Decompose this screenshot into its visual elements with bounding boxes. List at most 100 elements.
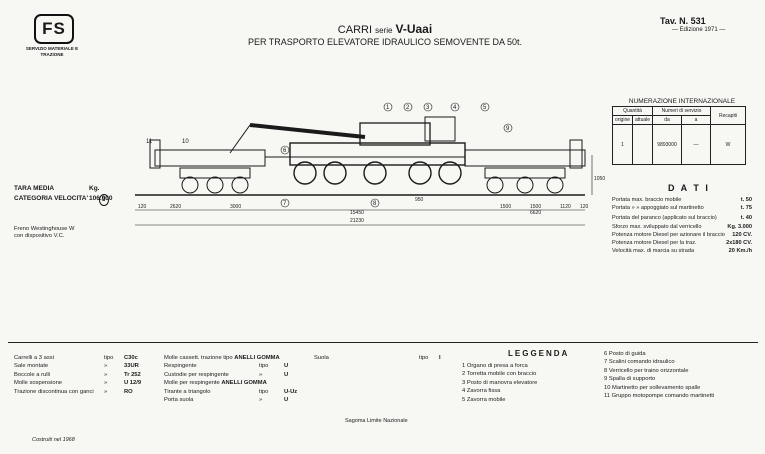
- components-list-2: Molle cassett. trazione tipo ANELLI GOMM…: [164, 354, 304, 404]
- num-cell-da: 9893000: [652, 124, 683, 165]
- categoria-label: CATEGORIA VELOCITA': [14, 195, 89, 202]
- bogie-right: [484, 167, 566, 194]
- legenda-item: 8 Verricello per traino orizzontale: [604, 367, 689, 374]
- legenda-item: 2 Torretta mobile con braccio: [462, 371, 537, 378]
- title-carri: CARRI: [337, 24, 373, 36]
- legenda-item: 5 Zavorra mobile: [462, 396, 506, 403]
- num-sub-a: a: [681, 115, 712, 125]
- num-cell-a: —: [681, 124, 712, 165]
- num-header-recapiti: Recapiti: [710, 106, 747, 125]
- dim-mid-2: 950: [415, 197, 424, 203]
- freno-block: Freno Westinghouse W con dispositivo V.C…: [14, 226, 74, 240]
- dati-row: Potenza motore Diesel per azionare il br…: [612, 231, 752, 238]
- page-title: CARRI serie V-Uaai: [250, 22, 520, 36]
- dim-total: 21230: [350, 218, 364, 224]
- callout-7: 7: [283, 201, 287, 207]
- num-cell-attuale: [632, 124, 654, 165]
- callout-3: 3: [426, 105, 430, 111]
- dim-top-1: 2620: [170, 204, 181, 210]
- component-row: Porta suola»U: [164, 397, 289, 404]
- component-row: Boccole a rulli»Tr 252: [14, 371, 141, 378]
- callout-8: 8: [373, 201, 377, 207]
- num-sub-attuale: attuale: [632, 115, 654, 125]
- divider: [8, 342, 758, 343]
- dim-top-2: 3000: [230, 204, 241, 210]
- edition: — Edizione 1971 —: [672, 27, 726, 33]
- component-row: Sale montate»33UR: [14, 363, 139, 370]
- callout-9: 9: [506, 126, 510, 132]
- dim-top-3: 1500: [500, 204, 511, 210]
- zavorra: [424, 116, 456, 142]
- component-row: Molle per respingente ANELLI GOMMA: [164, 380, 267, 387]
- callout-4: 4: [453, 105, 457, 111]
- dati-title: D A T I: [668, 183, 710, 193]
- num-sub-da: da: [652, 115, 683, 125]
- legenda-item: 3 Posto di manovra elevatore: [462, 379, 538, 386]
- num-cell-recapiti: W: [710, 124, 747, 165]
- callout-1: 1: [386, 105, 390, 111]
- sagoma-label: Sagoma Limite Nazionale: [345, 418, 408, 424]
- freno-line2: con dispositivo V.C.: [14, 233, 65, 239]
- legenda-col1: 1 Organo di presa a forca 2 Torretta mob…: [462, 362, 602, 404]
- component-row: Molle sospensione»U 12/9: [14, 380, 142, 387]
- crane-boom: [249, 123, 366, 139]
- dim-mid-0: 15450: [350, 210, 364, 216]
- legenda-item: 7 Scalini comando idraulico: [604, 359, 675, 366]
- callout-11: 11: [146, 139, 153, 145]
- component-row: Molle cassett. trazione tipo ANELLI GOMM…: [164, 355, 280, 361]
- frame-left: [154, 149, 266, 167]
- num-cell-origine: 1: [611, 124, 634, 165]
- dati-row: Potenza motore Diesel per la traz.2x180 …: [612, 240, 752, 247]
- categoria-value: 3: [99, 194, 109, 206]
- frame-right: [464, 149, 586, 167]
- callout-2: 2: [406, 105, 410, 111]
- numerazione-table: Quantità Numeri di servizio Recapiti ori…: [611, 106, 747, 165]
- logo-caption: SERVIZIO MATERIALE E TRAZIONE: [25, 46, 79, 57]
- num-header-quantita: Quantità: [611, 106, 654, 116]
- fs-logo: FS: [34, 14, 74, 44]
- component-row: Trazione discontinua con ganci»RO: [14, 388, 133, 395]
- numerazione-title: NUMERAZIONE INTERNAZIONALE: [628, 98, 736, 105]
- legenda-col2: 6 Posto di guida 7 Scalini comando idrau…: [604, 350, 759, 400]
- tara-label: TARA MEDIA: [14, 185, 55, 192]
- num-header-numeri: Numeri di servizio: [652, 106, 712, 116]
- dim-height: 1050: [594, 176, 605, 182]
- dim-top-6: 120: [580, 204, 589, 210]
- dim-mid-1: 6620: [530, 210, 541, 216]
- legenda-item: 9 Spalla di supporto: [604, 376, 656, 383]
- wagon-drawing: 120 2620 3000 1500 1500 1120 120 15450 6…: [135, 102, 605, 226]
- dati-row: Portata del paranco (applicato sul bracc…: [612, 215, 752, 222]
- freno-line1: Freno Westinghouse W: [14, 226, 75, 232]
- dim-top-5: 1120: [560, 204, 571, 210]
- title-code: V-Uaai: [395, 22, 433, 36]
- callout-6: 6: [283, 148, 287, 154]
- num-sub-origine: origine: [611, 115, 634, 125]
- legenda-item: 1 Organo di presa a forca: [462, 363, 528, 369]
- costruiti-label: Costruiti nel 1968: [32, 437, 75, 443]
- legenda-item: 4 Zavorra fissa: [462, 388, 501, 395]
- crane-turret: [359, 122, 431, 146]
- title-serie: serie: [375, 26, 393, 35]
- legenda-title: LEGGENDA: [508, 349, 570, 358]
- legenda-item: 6 Posto di guida: [604, 351, 646, 357]
- page-subtitle: PER TRASPORTO ELEVATORE IDRAULICO SEMOVE…: [247, 37, 523, 47]
- component-row: Custodie per respingente»U: [164, 371, 289, 378]
- callout-5: 5: [483, 105, 487, 111]
- legenda-item: 11 Gruppo motopompe comando martinetti: [604, 393, 715, 400]
- callout-10: 10: [182, 139, 189, 145]
- bogie-left: [179, 167, 251, 194]
- crane-body: [289, 142, 466, 166]
- fork: [229, 124, 251, 154]
